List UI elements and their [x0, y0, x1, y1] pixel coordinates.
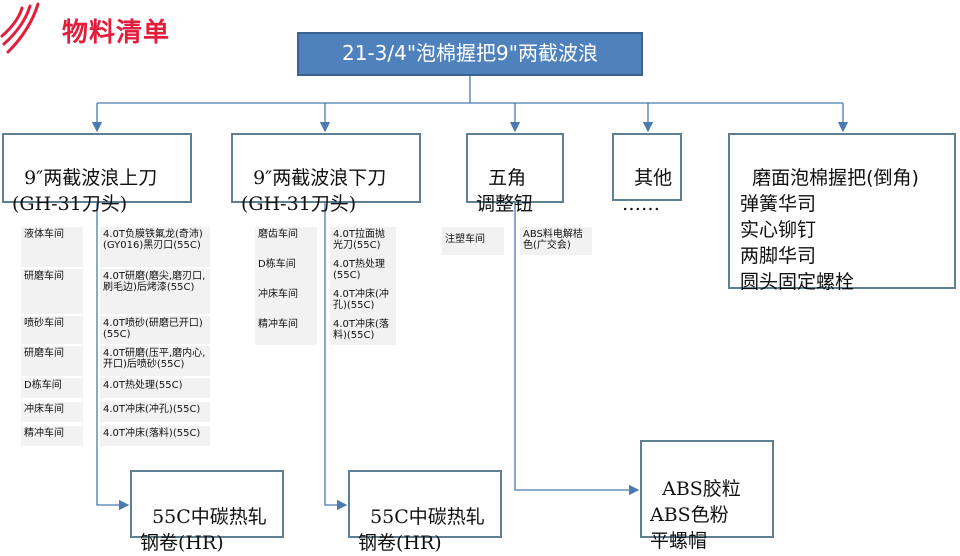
- workshop-cell: 注塑车间: [442, 227, 504, 255]
- other-box: 其他 ……: [612, 133, 682, 215]
- workshop-cell: 精冲车间: [21, 426, 83, 446]
- workshop-cell: D栋车间: [21, 378, 83, 398]
- workshop-cell: 液体车间: [21, 227, 83, 267]
- root-product-label: 21-3/4"泡棉握把9"两截波浪: [342, 41, 598, 65]
- upper-blade-box: 9″两截波浪上刀 (GH-31刀头): [2, 133, 192, 215]
- root-product-box: 21-3/4"泡棉握把9"两截波浪: [297, 32, 643, 76]
- brand-logo: [0, 2, 40, 54]
- parts-box: 磨面泡棉握把(倒角) 弹簧华司 实心铆钉 两脚华司 圆头固定螺栓: [728, 133, 956, 293]
- workshop-cell: 磨齿车间: [255, 227, 317, 257]
- process-cell: 4.0T冲床(冲孔)(55C): [100, 402, 210, 422]
- process-cell: ABS料电解桔色(广交会): [520, 227, 592, 255]
- upper-material-box: 55C中碳热轧 钢卷(HR): [130, 470, 284, 554]
- process-cell: 4.0T研磨(磨尖,磨刃口,刷毛边)后烤漆(55C): [100, 269, 210, 314]
- other-label: 其他 ……: [622, 167, 673, 215]
- workshop-cell: D栋车间: [255, 257, 317, 287]
- process-cell: 4.0T冲床(落料)(55C): [330, 317, 396, 345]
- process-cell: 4.0T冲床(落料)(55C): [100, 426, 210, 446]
- workshop-cell: 喷砂车间: [21, 316, 83, 344]
- workshop-cell: 精冲车间: [255, 317, 317, 345]
- knob-material-box: ABS胶粒 ABS色粉 平螺帽: [640, 440, 774, 552]
- process-cell: 4.0T冲床(冲孔)(55C): [330, 287, 396, 317]
- upper-material-label: 55C中碳热轧 钢卷(HR): [140, 506, 267, 554]
- knob-material-label: ABS胶粒 ABS色粉 平螺帽: [650, 478, 741, 552]
- workshop-cell: 冲床车间: [255, 287, 317, 317]
- process-cell: 4.0T喷砂(研磨已开口)(55C): [100, 316, 210, 344]
- upper-blade-label: 9″两截波浪上刀 (GH-31刀头): [12, 167, 158, 215]
- process-cell: 4.0T负膜铁氟龙(奇沛)(GY016)黑刃口(55C): [100, 227, 210, 267]
- workshop-cell: 研磨车间: [21, 346, 83, 376]
- parts-label: 磨面泡棉握把(倒角) 弹簧华司 实心铆钉 两脚华司 圆头固定螺栓: [740, 167, 919, 293]
- process-cell: 4.0T拉面抛光刀(55C): [330, 227, 396, 257]
- lower-blade-label: 9″两截波浪下刀 (GH-31刀头): [241, 167, 387, 215]
- lower-material-label: 55C中碳热轧 钢卷(HR): [358, 506, 485, 554]
- pentagon-knob-label: 五角 调整钮: [476, 167, 534, 215]
- lower-blade-box: 9″两截波浪下刀 (GH-31刀头): [231, 133, 421, 215]
- process-cell: 4.0T热处理(55C): [330, 257, 396, 287]
- pentagon-knob-box: 五角 调整钮: [466, 133, 564, 215]
- workshop-cell: 研磨车间: [21, 269, 83, 314]
- process-cell: 4.0T热处理(55C): [100, 378, 210, 398]
- workshop-cell: 冲床车间: [21, 402, 83, 422]
- lower-material-box: 55C中碳热轧 钢卷(HR): [348, 470, 502, 554]
- process-cell: 4.0T研磨(压平,磨内心,开口)后喷砂(55C): [100, 346, 210, 376]
- page-title: 物料清单: [62, 18, 171, 48]
